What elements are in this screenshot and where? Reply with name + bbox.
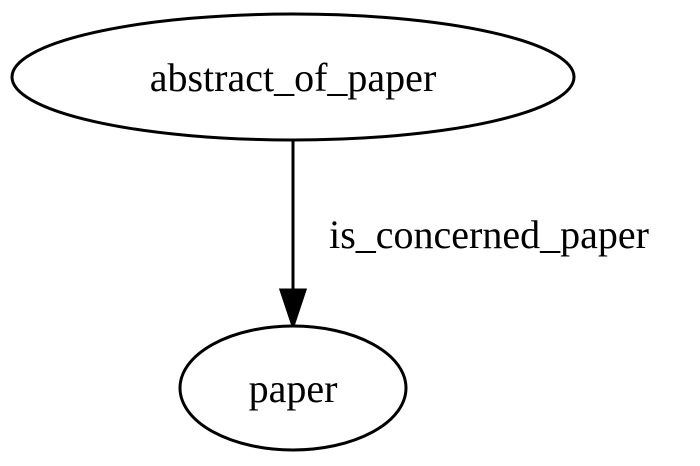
edge-is-concerned-paper: is_concerned_paper xyxy=(278,141,649,331)
node-paper: paper xyxy=(178,324,408,452)
node-abstract-of-paper-label: abstract_of_paper xyxy=(150,55,437,100)
edge-label: is_concerned_paper xyxy=(329,212,649,257)
node-abstract-of-paper-shape xyxy=(10,12,576,142)
arrowhead-icon xyxy=(278,288,308,331)
node-paper-shape xyxy=(178,324,408,452)
node-paper-label: paper xyxy=(249,366,338,411)
node-abstract-of-paper: abstract_of_paper xyxy=(10,12,576,142)
